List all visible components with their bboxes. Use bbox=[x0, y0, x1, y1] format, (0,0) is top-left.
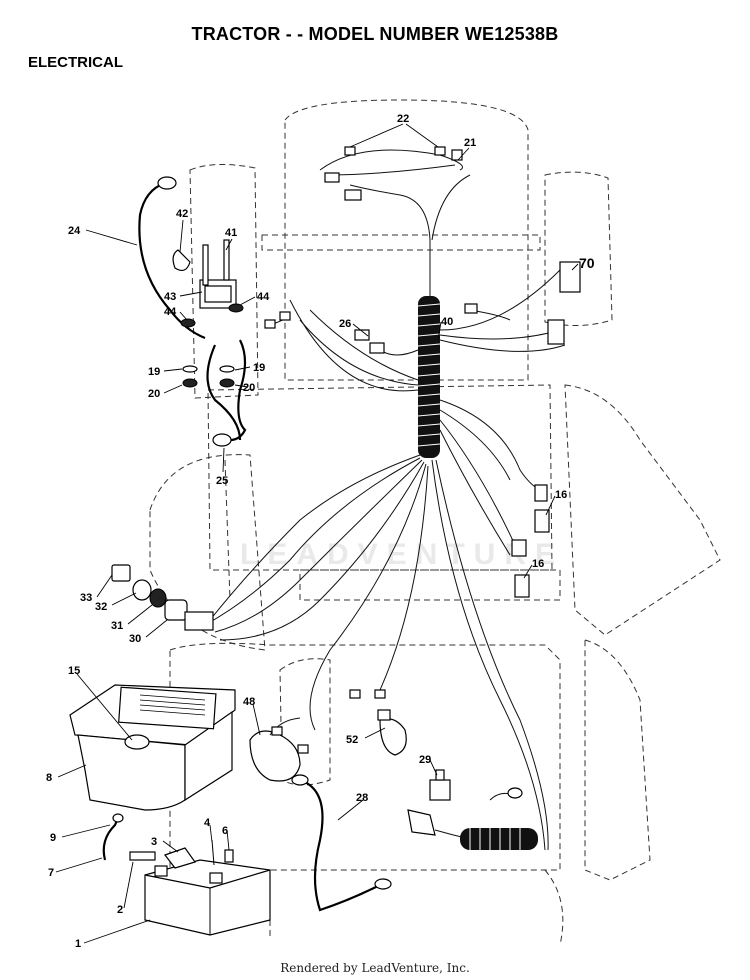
callout-9: 9 bbox=[50, 832, 56, 844]
light-52 bbox=[349, 689, 407, 756]
callout-15: 15 bbox=[68, 665, 80, 677]
callout-26: 26 bbox=[339, 318, 351, 330]
callout-1: 1 bbox=[75, 938, 81, 950]
callout-29: 29 bbox=[419, 754, 431, 766]
callout-21: 21 bbox=[464, 137, 476, 149]
callout-22: 22 bbox=[397, 113, 409, 125]
callout-48: 48 bbox=[243, 696, 255, 708]
callout-20-left: 20 bbox=[148, 388, 160, 400]
callout-20-right: 20 bbox=[243, 382, 255, 394]
callout-24: 24 bbox=[68, 225, 81, 237]
callout-19-right: 19 bbox=[253, 362, 265, 374]
callout-8: 8 bbox=[46, 772, 52, 784]
callout-70: 70 bbox=[579, 255, 595, 271]
callout-19-left: 19 bbox=[148, 366, 160, 378]
callout-44-left: 44 bbox=[164, 306, 177, 318]
light-48 bbox=[249, 717, 309, 782]
callout-43: 43 bbox=[164, 291, 176, 303]
callout-25: 25 bbox=[216, 475, 228, 487]
callout-labels: 22 21 24 42 41 70 43 44 44 26 40 19 19 2… bbox=[46, 113, 595, 950]
cable-28 bbox=[291, 774, 392, 912]
battery-box-8 bbox=[69, 684, 236, 811]
ignition-switch bbox=[111, 564, 214, 631]
callout-41: 41 bbox=[225, 227, 237, 239]
callout-3: 3 bbox=[151, 836, 157, 848]
leader-lines bbox=[55, 123, 579, 944]
battery-1 bbox=[144, 859, 271, 936]
callout-4: 4 bbox=[204, 817, 211, 829]
callout-52: 52 bbox=[346, 734, 358, 746]
battery-hardware-2-3-4-6-7-9 bbox=[102, 813, 234, 869]
callout-28: 28 bbox=[356, 792, 368, 804]
footer-credit: Rendered by LeadVenture, Inc. bbox=[280, 961, 470, 975]
switch-29 bbox=[407, 769, 538, 850]
callout-42: 42 bbox=[176, 208, 188, 220]
callout-16-upper: 16 bbox=[555, 489, 567, 501]
callout-7: 7 bbox=[48, 867, 54, 879]
callout-16-lower: 16 bbox=[532, 558, 544, 570]
callout-30: 30 bbox=[129, 633, 141, 645]
wire-harness-40 bbox=[204, 149, 581, 851]
section-heading: ELECTRICAL bbox=[28, 54, 123, 71]
callout-33: 33 bbox=[80, 592, 92, 604]
solenoid-43 bbox=[172, 239, 237, 309]
callout-2: 2 bbox=[117, 904, 123, 916]
callout-40: 40 bbox=[441, 316, 453, 328]
callout-6: 6 bbox=[222, 825, 228, 837]
cable-25 bbox=[206, 311, 291, 447]
page-title: TRACTOR - - MODEL NUMBER WE12538B bbox=[191, 24, 559, 44]
callout-31: 31 bbox=[111, 620, 123, 632]
headlight-bulbs-22 bbox=[344, 146, 463, 161]
nuts-washers-19-20-44 bbox=[180, 303, 244, 388]
callout-32: 32 bbox=[95, 601, 107, 613]
callout-44-right: 44 bbox=[257, 291, 270, 303]
